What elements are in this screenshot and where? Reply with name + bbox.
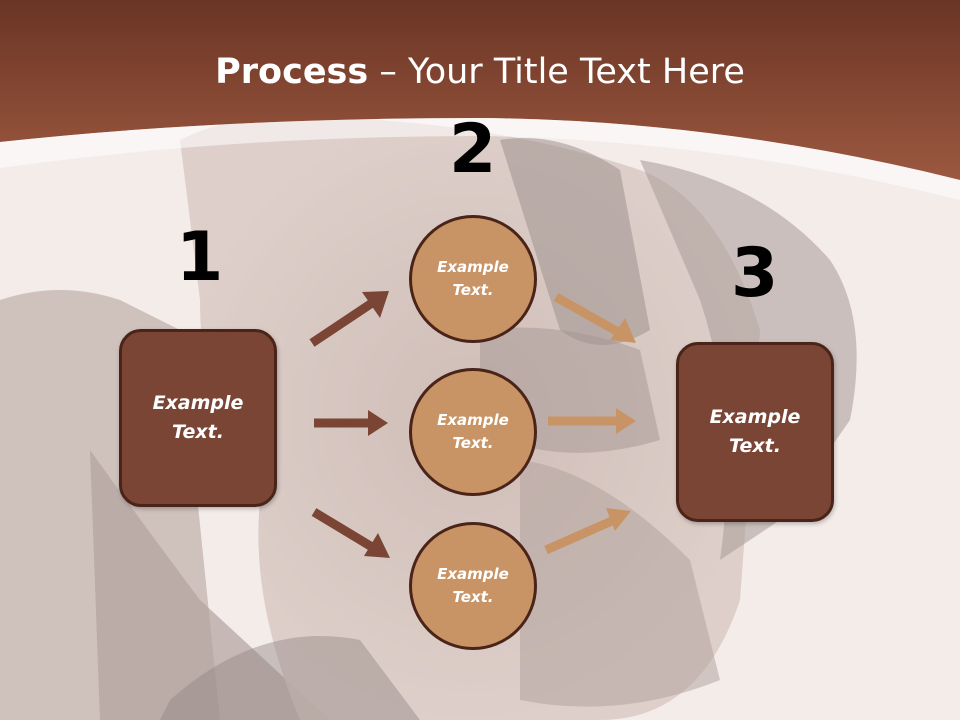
circle-middle: Example Text. [409, 368, 537, 496]
step-number-3: 3 [731, 234, 779, 313]
step-number-2: 2 [449, 110, 497, 189]
circle-middle-label: Example Text. [437, 411, 509, 452]
circle-top-label: Example Text. [437, 258, 509, 299]
step-number-1: 1 [176, 218, 224, 297]
circle-top: Example Text. [409, 215, 537, 343]
start-box: Example Text. [119, 329, 277, 507]
start-box-label: Example Text. [152, 392, 244, 443]
title-bold: Process [215, 52, 369, 92]
title-dash: – [368, 52, 408, 92]
circle-bottom: Example Text. [409, 522, 537, 650]
end-box: Example Text. [676, 342, 834, 522]
title-text: Your Title Text Here [407, 52, 745, 92]
slide-title: Process – Your Title Text Here [0, 52, 960, 92]
circle-bottom-label: Example Text. [437, 565, 509, 606]
end-box-label: Example Text. [709, 406, 801, 457]
